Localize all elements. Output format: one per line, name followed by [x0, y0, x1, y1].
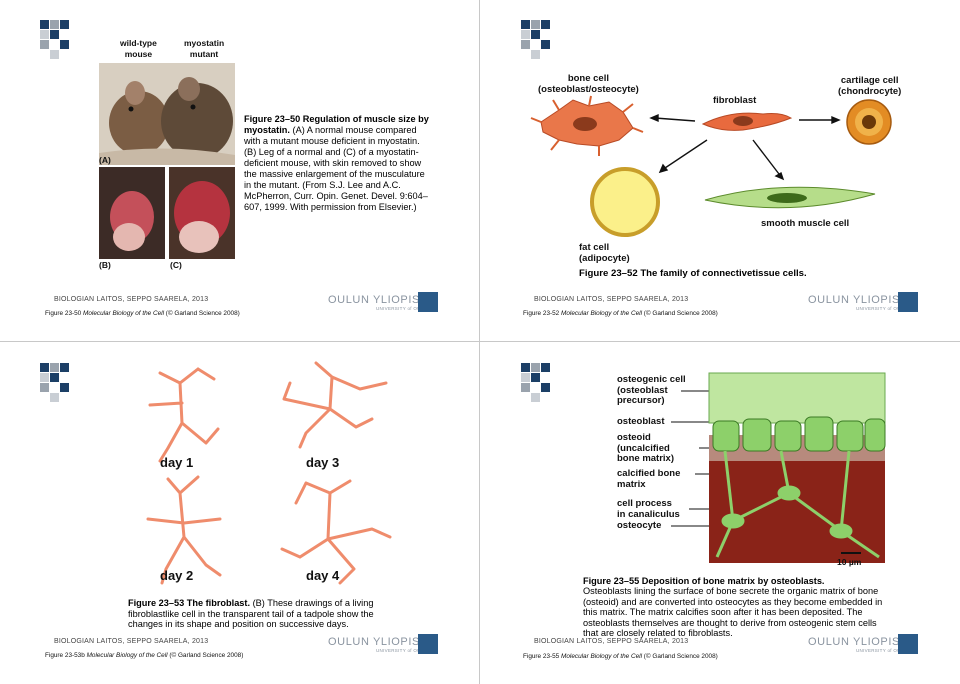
figure-caption: Figure 23–52 The family of connectivetis… [579, 268, 807, 279]
calcified-matrix-label: calcified bone matrix [617, 468, 681, 490]
footer-author: BIOLOGIAN LAITOS, SEPPO SAARELA, 2013 [54, 296, 209, 303]
caption-title: Figure 23–53 The fibroblast. [128, 598, 251, 608]
footer-author: BIOLOGIAN LAITOS, SEPPO SAARELA, 2013 [534, 296, 689, 303]
myostatin-photo-panel: wild-type mouse myostatin mutant (A) (B)… [96, 30, 238, 270]
fibroblast-day2 [146, 475, 222, 585]
calcified-layer [709, 461, 885, 563]
fibroblast-day4 [280, 479, 392, 585]
day4-label: day 4 [306, 568, 340, 583]
osteocyte-network [715, 450, 880, 559]
figure-reference: Figure 23-50 Molecular Biology of the Ce… [45, 310, 240, 317]
caption-body: (A) A normal mouse compared with a mutan… [244, 125, 428, 212]
slide-bone-deposition: osteogenic cell (osteoblast precursor) o… [481, 343, 959, 683]
bone-cell-icon [530, 95, 644, 156]
smooth-muscle-cell-icon [704, 186, 876, 209]
smooth-muscle-label: smooth muscle cell [761, 218, 850, 229]
panel-a-label: (A) [99, 155, 111, 165]
fat-cell-label: fat cell (adipocyte) [579, 242, 630, 264]
caption-title: Figure 23–55 Deposition of bone matrix b… [583, 576, 825, 586]
figure-reference: Figure 23-52 Molecular Biology of the Ce… [523, 310, 718, 317]
figure-reference: Figure 23-55 Molecular Biology of the Ce… [523, 653, 718, 660]
osteogenic-layer [708, 372, 886, 424]
mice-photo [99, 63, 235, 165]
scale-bar-label: 10 µm [837, 557, 862, 567]
cartilage-cell-label: cartilage cell (chondrocyte) [838, 75, 902, 97]
fibroblast-day3 [282, 361, 388, 449]
caption-title: Figure 23–50 Regulation of muscle size b… [244, 114, 429, 135]
figure-caption: Figure 23–50 Regulation of muscle size b… [244, 114, 434, 213]
vertical-divider [479, 0, 480, 684]
caption-body: Osteoblasts lining the surface of bone s… [583, 586, 883, 639]
wild-type-label: wild-type mouse [120, 38, 157, 59]
bone-cell-label: bone cell (osteoblast/osteocyte) [538, 73, 639, 95]
cell-family-diagram [530, 95, 892, 237]
day2-label: day 2 [160, 568, 194, 583]
cell-process-label: cell process in canaliculus [617, 498, 680, 520]
footer-author: BIOLOGIAN LAITOS, SEPPO SAARELA, 2013 [54, 638, 209, 645]
caption-body: (B) These drawings of a living fibroblas… [128, 598, 374, 629]
slide-connective-cells: bone cell (osteoblast/osteocyte) cartila… [481, 0, 959, 340]
osteogenic-cell-label: osteogenic cell (osteoblast precursor) [617, 374, 686, 406]
figure-caption: Figure 23–55 Deposition of bone matrix b… [583, 576, 887, 638]
bone-deposition-diagram [671, 372, 886, 563]
corner-decoration [521, 363, 561, 403]
day3-label: day 3 [306, 455, 340, 470]
osteoblast-label: osteoblast [617, 416, 665, 427]
osteoid-label: osteoid (uncalcified bone matrix) [617, 432, 675, 464]
fibroblast-icon [701, 112, 793, 131]
footer-author: BIOLOGIAN LAITOS, SEPPO SAARELA, 2013 [534, 638, 689, 645]
mutant-label: myostatin mutant [184, 38, 225, 59]
fibroblast-day1 [148, 367, 220, 463]
fibroblast-drawings [146, 361, 392, 585]
corner-decoration [40, 363, 80, 403]
slide-myostatin: wild-type mouse myostatin mutant (A) (B)… [0, 0, 478, 340]
panel-b-label: (B) [99, 260, 111, 270]
connecting-arrows [649, 113, 841, 181]
osteocyte-label: osteocyte [617, 520, 662, 531]
corner-decoration [521, 20, 561, 60]
slide-fibroblast: day 1 day 3 day 2 day 4 Figure 23–53 The… [0, 343, 478, 683]
cartilage-cell-icon [846, 99, 892, 145]
panel-c-label: (C) [170, 260, 182, 270]
fat-cell-icon [590, 167, 660, 237]
figure-reference: Figure 23-53b Molecular Biology of the C… [45, 652, 244, 659]
day1-label: day 1 [160, 455, 194, 470]
fibroblast-label: fibroblast [713, 95, 757, 106]
legs-photo [99, 167, 235, 259]
figure-caption: Figure 23–53 The fibroblast. (B) These d… [128, 598, 398, 630]
horizontal-divider [0, 341, 960, 342]
osteoblast-cells [712, 416, 886, 452]
corner-decoration [40, 20, 80, 60]
